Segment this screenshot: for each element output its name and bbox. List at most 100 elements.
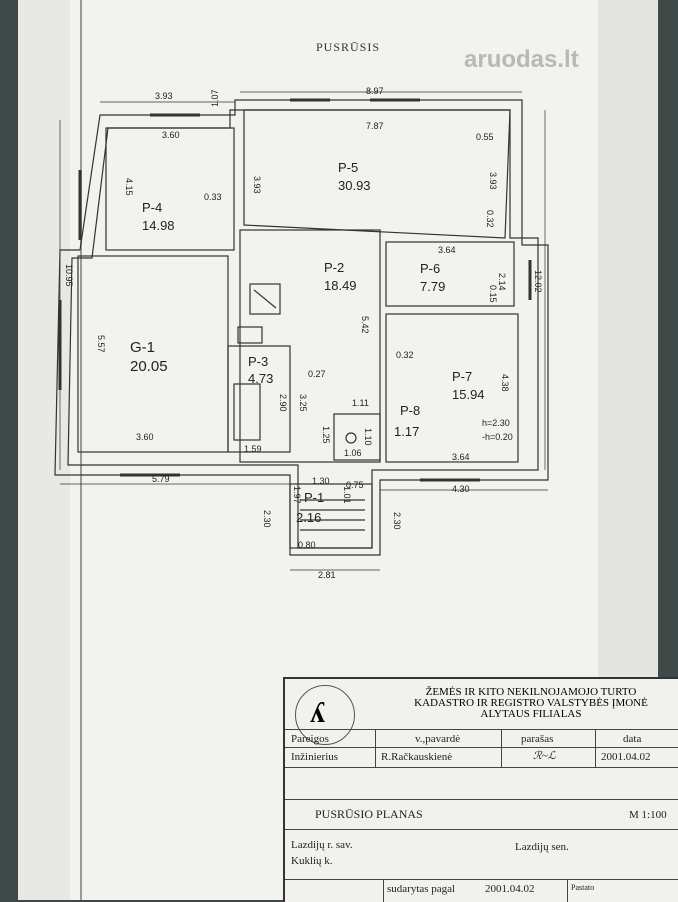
dimension-label: -h=0.20 — [482, 432, 513, 442]
room-area: 1.17 — [394, 424, 419, 439]
col-date: data — [623, 733, 642, 745]
signature: ℛ~ℒ — [533, 750, 556, 762]
dimension-label: 0.27 — [308, 369, 326, 379]
room-outline-p4 — [105, 127, 235, 251]
dimension-label: 3.60 — [136, 432, 154, 442]
col-pareigos: Pareigos — [291, 733, 329, 745]
room-area: 14.98 — [142, 218, 175, 233]
dimension-label: 5.42 — [360, 316, 370, 334]
municipality: Lazdijų r. sav. — [291, 839, 353, 851]
dimension-label: 1.30 — [312, 476, 330, 486]
compiled-date: 2001.04.02 — [485, 883, 535, 895]
dimension-label: 3.64 — [438, 245, 456, 255]
dimension-label: 3.93 — [488, 172, 498, 190]
org-line: KADASTRO IR REGISTRO VALSTYBĖS ĮMONĖ — [414, 697, 648, 709]
title-block: ʎ ŽEMĖS IR KITO NEKILNOJAMOJO TURTO KADA… — [283, 677, 678, 902]
room-outline-p3 — [227, 345, 291, 453]
room-label: P-1 — [304, 490, 324, 505]
village: Kuklių k. — [291, 855, 333, 867]
role: Inžinierius — [291, 751, 339, 763]
dimension-label: 4.38 — [500, 374, 510, 392]
room-outline-p5 — [243, 109, 511, 239]
dimension-label: 1.06 — [344, 448, 362, 458]
dimension-label: 4.15 — [124, 178, 134, 196]
dimension-label: 2.81 — [318, 570, 336, 580]
watermark-logo: aruodas.lt — [464, 46, 579, 73]
room-area: 18.49 — [324, 278, 357, 293]
plan-scale: M 1:100 — [629, 809, 667, 821]
col-signature: parašas — [521, 733, 554, 745]
kadastras-logo: ʎ — [295, 685, 355, 745]
dimension-label: 5.79 — [152, 474, 170, 484]
dimension-label: 3.25 — [298, 394, 308, 412]
dimension-label: h=2.30 — [482, 418, 510, 428]
dimension-label: 3.93 — [155, 91, 173, 101]
bathtub — [233, 383, 261, 441]
org-line: ALYTAUS FILIALAS — [480, 708, 582, 720]
room-label: P-6 — [420, 261, 440, 276]
page-left-margin — [18, 0, 70, 900]
dimension-label: 2.30 — [392, 512, 402, 530]
room-label: P-3 — [248, 354, 268, 369]
floor-plan: P-4 14.98 P-5 30.93 P-2 18.49 P-6 7.79 G… — [54, 86, 549, 580]
room-label: P-7 — [452, 369, 472, 384]
dimension-label: 1.01 — [342, 486, 352, 504]
dimension-label: 0.55 — [476, 132, 494, 142]
dimension-label: 1.07 — [210, 89, 220, 107]
room-label: P-2 — [324, 260, 344, 275]
organization-name: ŽEMĖS IR KITO NEKILNOJAMOJO TURTO KADAST… — [381, 687, 678, 720]
margin-line — [80, 0, 82, 900]
dimension-label: 7.87 — [366, 121, 384, 131]
outer-wall — [54, 99, 549, 556]
dimension-label: 2.90 — [278, 394, 288, 412]
compiled-label: sudarytas pagal — [387, 883, 456, 895]
dimension-label: 0.15 — [488, 285, 498, 303]
chimney — [237, 326, 263, 344]
dimension-label: 12.02 — [533, 270, 543, 293]
dimension-label: 3.93 — [252, 176, 262, 194]
room-label: P-5 — [338, 160, 358, 175]
col-name: v.,pavardė — [415, 733, 461, 745]
room-area: 30.93 — [338, 178, 371, 193]
room-label: P-4 — [142, 200, 162, 215]
stove — [249, 283, 281, 315]
room-outline-p6 — [385, 241, 515, 307]
signed-date: 2001.04.02 — [601, 751, 651, 763]
room-area: 4.73 — [248, 371, 273, 386]
room-label: P-8 — [400, 403, 420, 418]
dimension-label: 2.14 — [497, 273, 507, 291]
eldership: Lazdijų sen. — [515, 841, 569, 853]
dimension-label: 0.32 — [485, 210, 495, 228]
engineer-name: R.Račkauskienė — [381, 751, 453, 763]
dimension-label: 2.30 — [262, 510, 272, 528]
dimension-label: 0.32 — [396, 350, 414, 360]
room-label: G-1 — [130, 339, 155, 356]
org-line: ŽEMĖS IR KITO NEKILNOJAMOJO TURTO — [425, 686, 637, 698]
dimension-label: 1.97 — [292, 486, 302, 504]
room-outline-p7 — [385, 313, 519, 463]
building-label: Pastato — [571, 883, 595, 892]
room-area: 7.79 — [420, 279, 445, 294]
dimension-label: 0.33 — [204, 192, 222, 202]
dimension-label: 4.30 — [452, 484, 470, 494]
dimension-label: 3.60 — [162, 130, 180, 140]
room-area: 20.05 — [130, 358, 168, 375]
kadastras-logo-mark: ʎ — [310, 696, 325, 729]
dimension-label: 1.10 — [363, 428, 373, 446]
dimension-label: 1.59 — [244, 444, 262, 454]
dimension-label: 0.80 — [298, 540, 316, 550]
dimension-label: 3.64 — [452, 452, 470, 462]
room-area: 15.94 — [452, 387, 485, 402]
dimension-label: 5.57 — [96, 335, 106, 353]
room-outline-p1 — [289, 483, 373, 549]
inner-wall — [67, 109, 539, 549]
dimension-label: 8.97 — [366, 86, 384, 96]
toilet — [345, 432, 357, 444]
dimension-label: 1.25 — [321, 426, 331, 444]
room-area: 2.16 — [296, 510, 321, 525]
page-title: PUSRŪSIS — [316, 40, 381, 54]
dimension-label: 0.75 — [346, 480, 364, 490]
dimension-label: 1.11 — [352, 398, 369, 408]
dimension-label: 10.95 — [64, 264, 74, 287]
room-outline-p8 — [333, 413, 381, 461]
